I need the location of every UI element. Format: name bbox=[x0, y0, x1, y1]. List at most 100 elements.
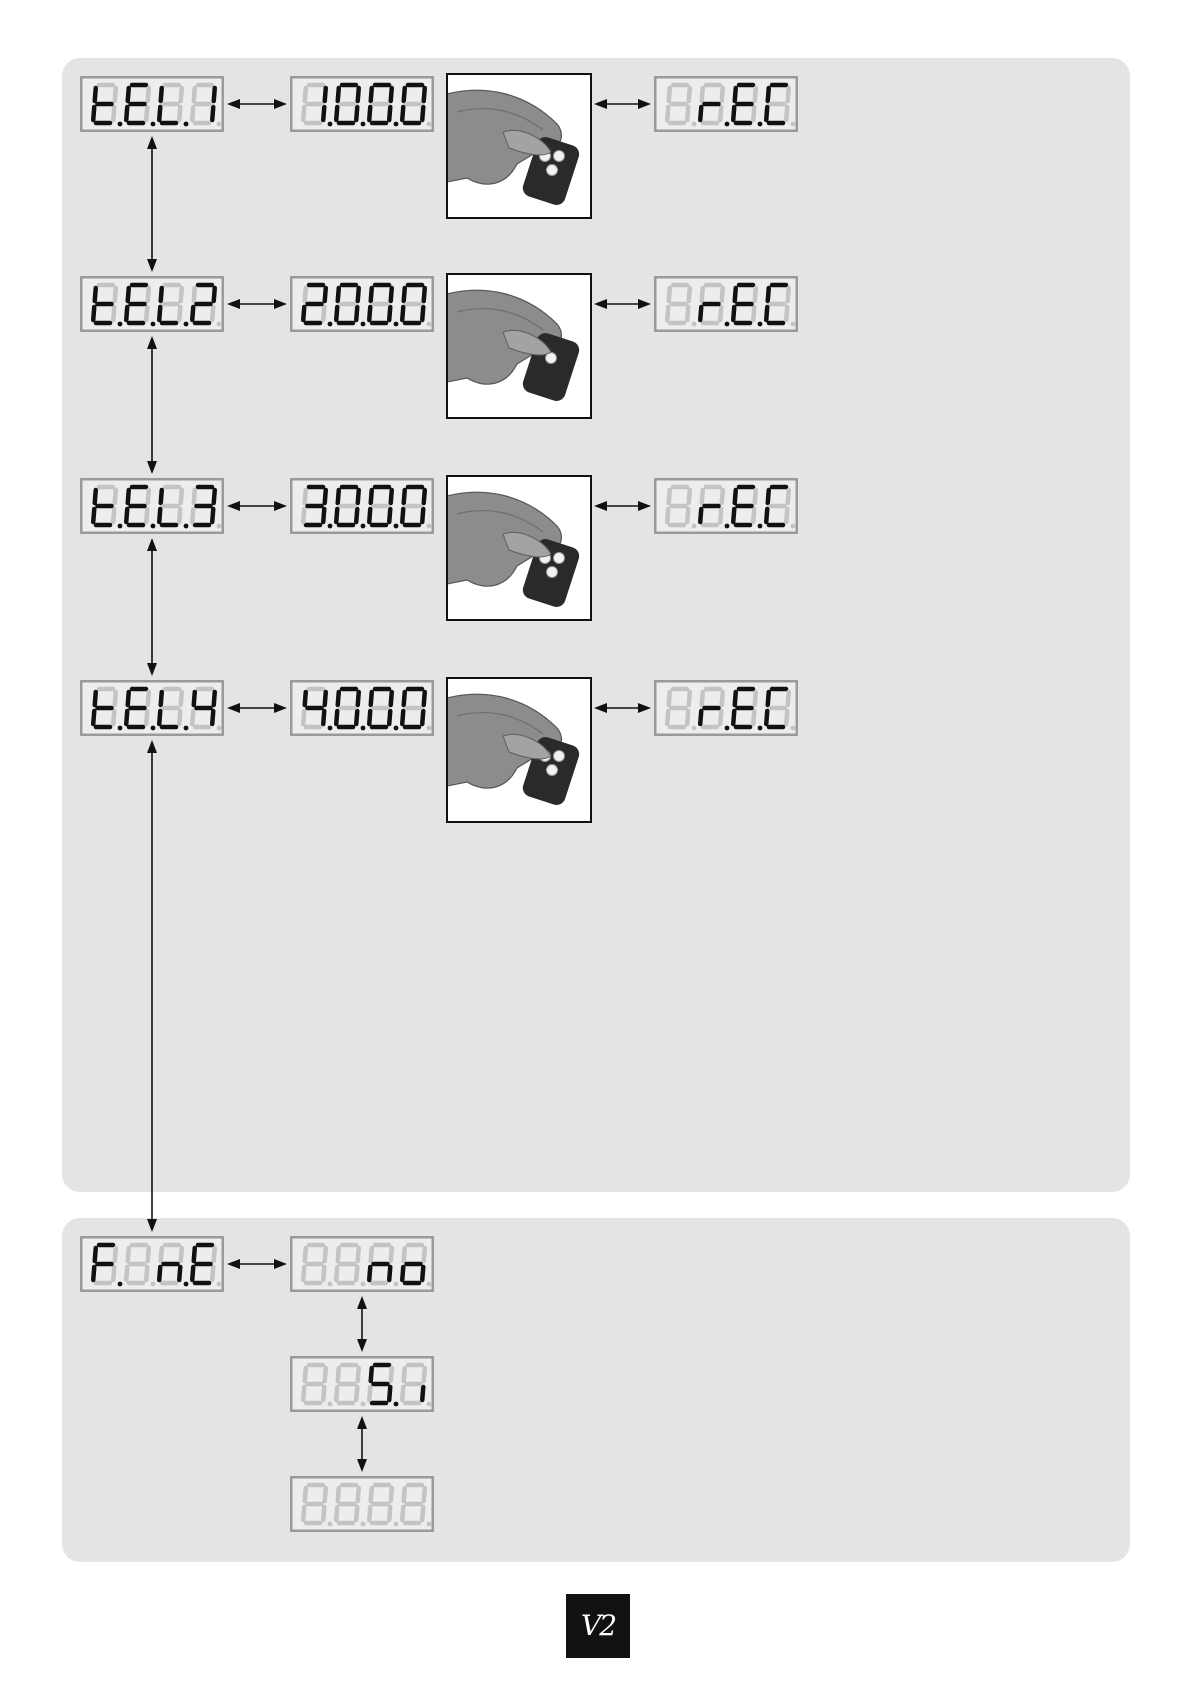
segment-c bbox=[720, 307, 721, 320]
segment-f bbox=[305, 88, 306, 101]
segment-c bbox=[389, 509, 390, 522]
segment-c bbox=[786, 711, 787, 724]
segment-c bbox=[146, 307, 147, 320]
decimal-point bbox=[328, 322, 333, 327]
rec-display-2 bbox=[654, 276, 798, 332]
decimal-point bbox=[361, 1402, 366, 1407]
segment-f bbox=[95, 288, 96, 301]
segment-f bbox=[338, 88, 339, 101]
arrow-photo-rec-1 bbox=[594, 99, 651, 109]
segment-e bbox=[192, 307, 193, 320]
arrow-photo-rec-2 bbox=[594, 299, 651, 309]
segment-f bbox=[338, 1488, 339, 1501]
segment-f bbox=[702, 692, 703, 705]
segment-c bbox=[356, 107, 357, 120]
segment-b bbox=[214, 490, 215, 503]
segment-f bbox=[371, 490, 372, 503]
segment-c bbox=[179, 107, 180, 120]
decimal-point bbox=[361, 1282, 366, 1287]
decimal-point bbox=[758, 726, 763, 731]
segment-b bbox=[325, 1248, 326, 1261]
segment-b bbox=[424, 1488, 425, 1501]
segment-e bbox=[369, 307, 370, 320]
rec-display-4 bbox=[654, 680, 798, 736]
segment-f bbox=[371, 1368, 372, 1381]
segment-e bbox=[93, 711, 94, 724]
segment-b bbox=[689, 88, 690, 101]
decimal-point bbox=[394, 122, 399, 127]
decimal-point bbox=[692, 122, 697, 127]
decimal-point bbox=[118, 322, 123, 327]
segment-e bbox=[700, 307, 701, 320]
decimal-point bbox=[328, 122, 333, 127]
segment-f bbox=[669, 88, 670, 101]
segment-e bbox=[402, 711, 403, 724]
segment-e bbox=[126, 107, 127, 120]
segment-e bbox=[369, 509, 370, 522]
segment-c bbox=[389, 1507, 390, 1520]
segment-f bbox=[128, 88, 129, 101]
segment-e bbox=[402, 107, 403, 120]
decimal-point bbox=[427, 122, 432, 127]
segment-e bbox=[402, 1267, 403, 1280]
arrow-option-1 bbox=[357, 1296, 367, 1352]
segment-c bbox=[356, 1507, 357, 1520]
segment-e bbox=[402, 307, 403, 320]
decimal-point bbox=[184, 524, 189, 529]
segment-c bbox=[753, 509, 754, 522]
segment-b bbox=[391, 490, 392, 503]
segment-f bbox=[371, 1488, 372, 1501]
segment-f bbox=[404, 1368, 405, 1381]
decimal-point bbox=[394, 524, 399, 529]
segment-e bbox=[402, 1507, 403, 1520]
decimal-point bbox=[791, 122, 796, 127]
segment-f bbox=[194, 88, 195, 101]
segment-b bbox=[424, 692, 425, 705]
decimal-point bbox=[151, 322, 156, 327]
segment-b bbox=[358, 1368, 359, 1381]
segment-e bbox=[303, 1507, 304, 1520]
segment-b bbox=[689, 288, 690, 301]
segment-f bbox=[702, 490, 703, 503]
decimal-point bbox=[118, 1282, 123, 1287]
segment-f bbox=[305, 692, 306, 705]
segment-e bbox=[700, 711, 701, 724]
segment-e bbox=[733, 509, 734, 522]
segment-c bbox=[720, 711, 721, 724]
segment-b bbox=[181, 288, 182, 301]
segment-b bbox=[358, 88, 359, 101]
decimal-point bbox=[394, 1522, 399, 1527]
arrow-menu-value-4 bbox=[227, 703, 287, 713]
segment-c bbox=[389, 107, 390, 120]
segment-c bbox=[356, 711, 357, 724]
decimal-point bbox=[791, 726, 796, 731]
segment-c bbox=[422, 107, 423, 120]
segment-c bbox=[389, 1387, 390, 1400]
decimal-point bbox=[151, 524, 156, 529]
segment-b bbox=[722, 88, 723, 101]
segment-c bbox=[212, 711, 213, 724]
segment-f bbox=[161, 692, 162, 705]
segment-b bbox=[755, 490, 756, 503]
segment-c bbox=[389, 307, 390, 320]
segment-f bbox=[371, 692, 372, 705]
segment-e bbox=[303, 1387, 304, 1400]
segment-f bbox=[305, 1248, 306, 1261]
value-display-1 bbox=[290, 76, 434, 132]
segment-c bbox=[146, 711, 147, 724]
segment-b bbox=[325, 1488, 326, 1501]
decimal-point bbox=[725, 322, 730, 327]
segment-e bbox=[159, 1267, 160, 1280]
menu-display-fine bbox=[80, 1236, 224, 1292]
segment-b bbox=[755, 692, 756, 705]
segment-b bbox=[358, 288, 359, 301]
segment-b bbox=[722, 490, 723, 503]
segment-c bbox=[356, 307, 357, 320]
segment-f bbox=[95, 490, 96, 503]
segment-f bbox=[194, 288, 195, 301]
segment-e bbox=[369, 1387, 370, 1400]
segment-c bbox=[422, 307, 423, 320]
segment-e bbox=[192, 107, 193, 120]
arrow-photo-rec-4 bbox=[594, 703, 651, 713]
segment-e bbox=[192, 711, 193, 724]
